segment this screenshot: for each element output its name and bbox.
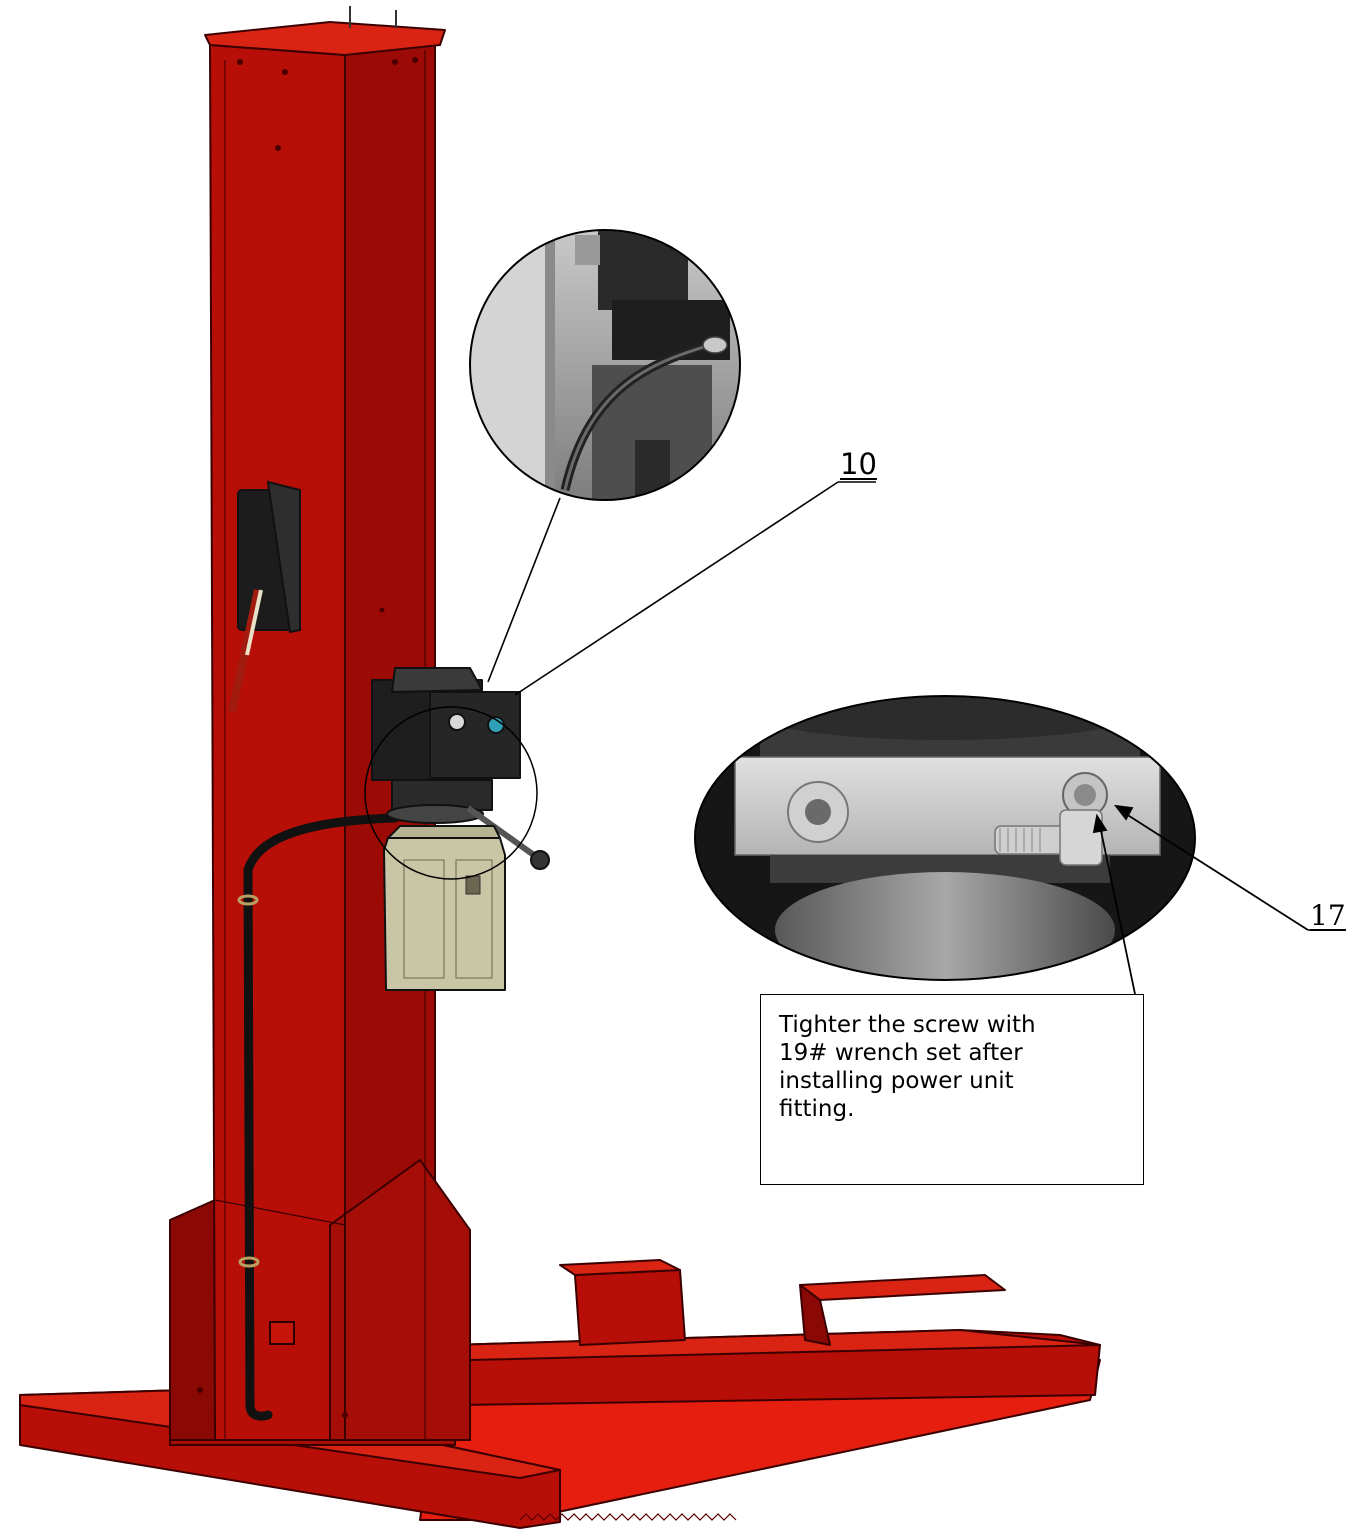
floor-plate-teeth: [519, 1513, 737, 1521]
power-unit: [371, 667, 550, 991]
callout-part-17: 17: [1310, 899, 1346, 932]
leader-lines: [487, 481, 876, 696]
power-unit-highlight-circle: [364, 706, 538, 880]
hydraulic-hose: [243, 813, 400, 1421]
instruction-note-box: Tighter the screw with 19# wrench set af…: [760, 994, 1144, 1185]
column-holes: [197, 57, 418, 1418]
detail-photo-hose-fitting: [469, 229, 741, 501]
top-rods: [349, 6, 397, 28]
control-box: [228, 480, 301, 713]
callout-part-10: 10: [840, 447, 877, 481]
column-label-plate: [269, 1321, 295, 1345]
detail-photo-border: [469, 229, 741, 501]
detail-photo-plate-screw: [694, 695, 1196, 981]
hose-clamps: [237, 894, 260, 1268]
detail-photo-border: [694, 695, 1196, 981]
instruction-note-text: Tighter the screw with 19# wrench set af…: [779, 1012, 1036, 1122]
leader-lines-bottom: [1092, 804, 1346, 995]
